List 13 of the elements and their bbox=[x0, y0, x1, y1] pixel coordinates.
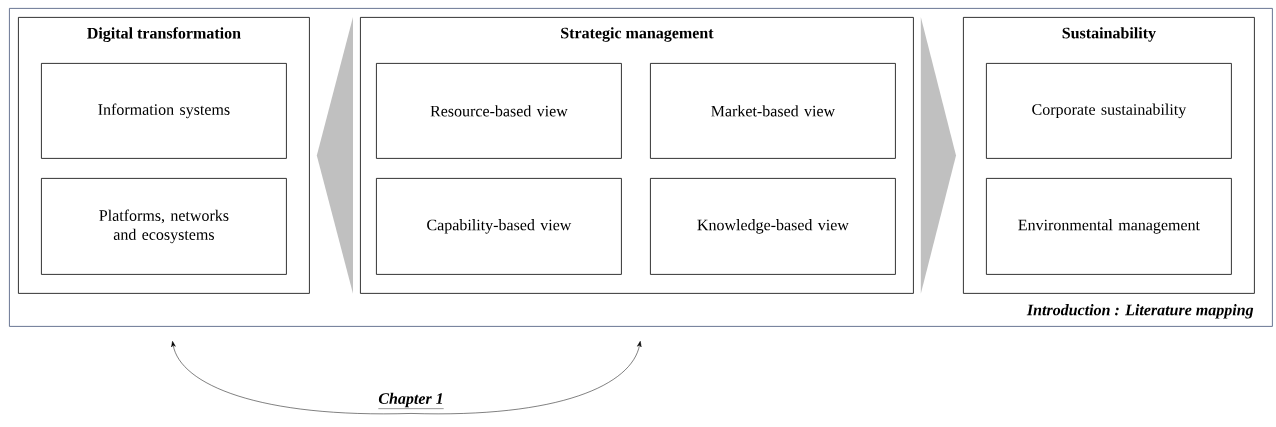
concept-box: Environmental management bbox=[986, 178, 1232, 275]
concept-box: Resource-based view bbox=[376, 63, 622, 159]
curved-arrow bbox=[410, 341, 642, 415]
chevron-arrow bbox=[316, 17, 353, 294]
concept-box: Knowledge-based view bbox=[650, 178, 896, 275]
concept-box: Market-based view bbox=[650, 63, 896, 159]
chapter-label: Chapter 1 bbox=[378, 392, 444, 409]
concept-box: Corporate sustainability bbox=[986, 63, 1232, 159]
concept-box: Platforms, networks and ecosystems bbox=[41, 178, 287, 275]
chevron-arrow bbox=[920, 17, 956, 294]
curved-arrow bbox=[171, 341, 412, 415]
concept-box: Capability-based view bbox=[376, 178, 622, 275]
concept-box: Information systems bbox=[41, 63, 287, 159]
